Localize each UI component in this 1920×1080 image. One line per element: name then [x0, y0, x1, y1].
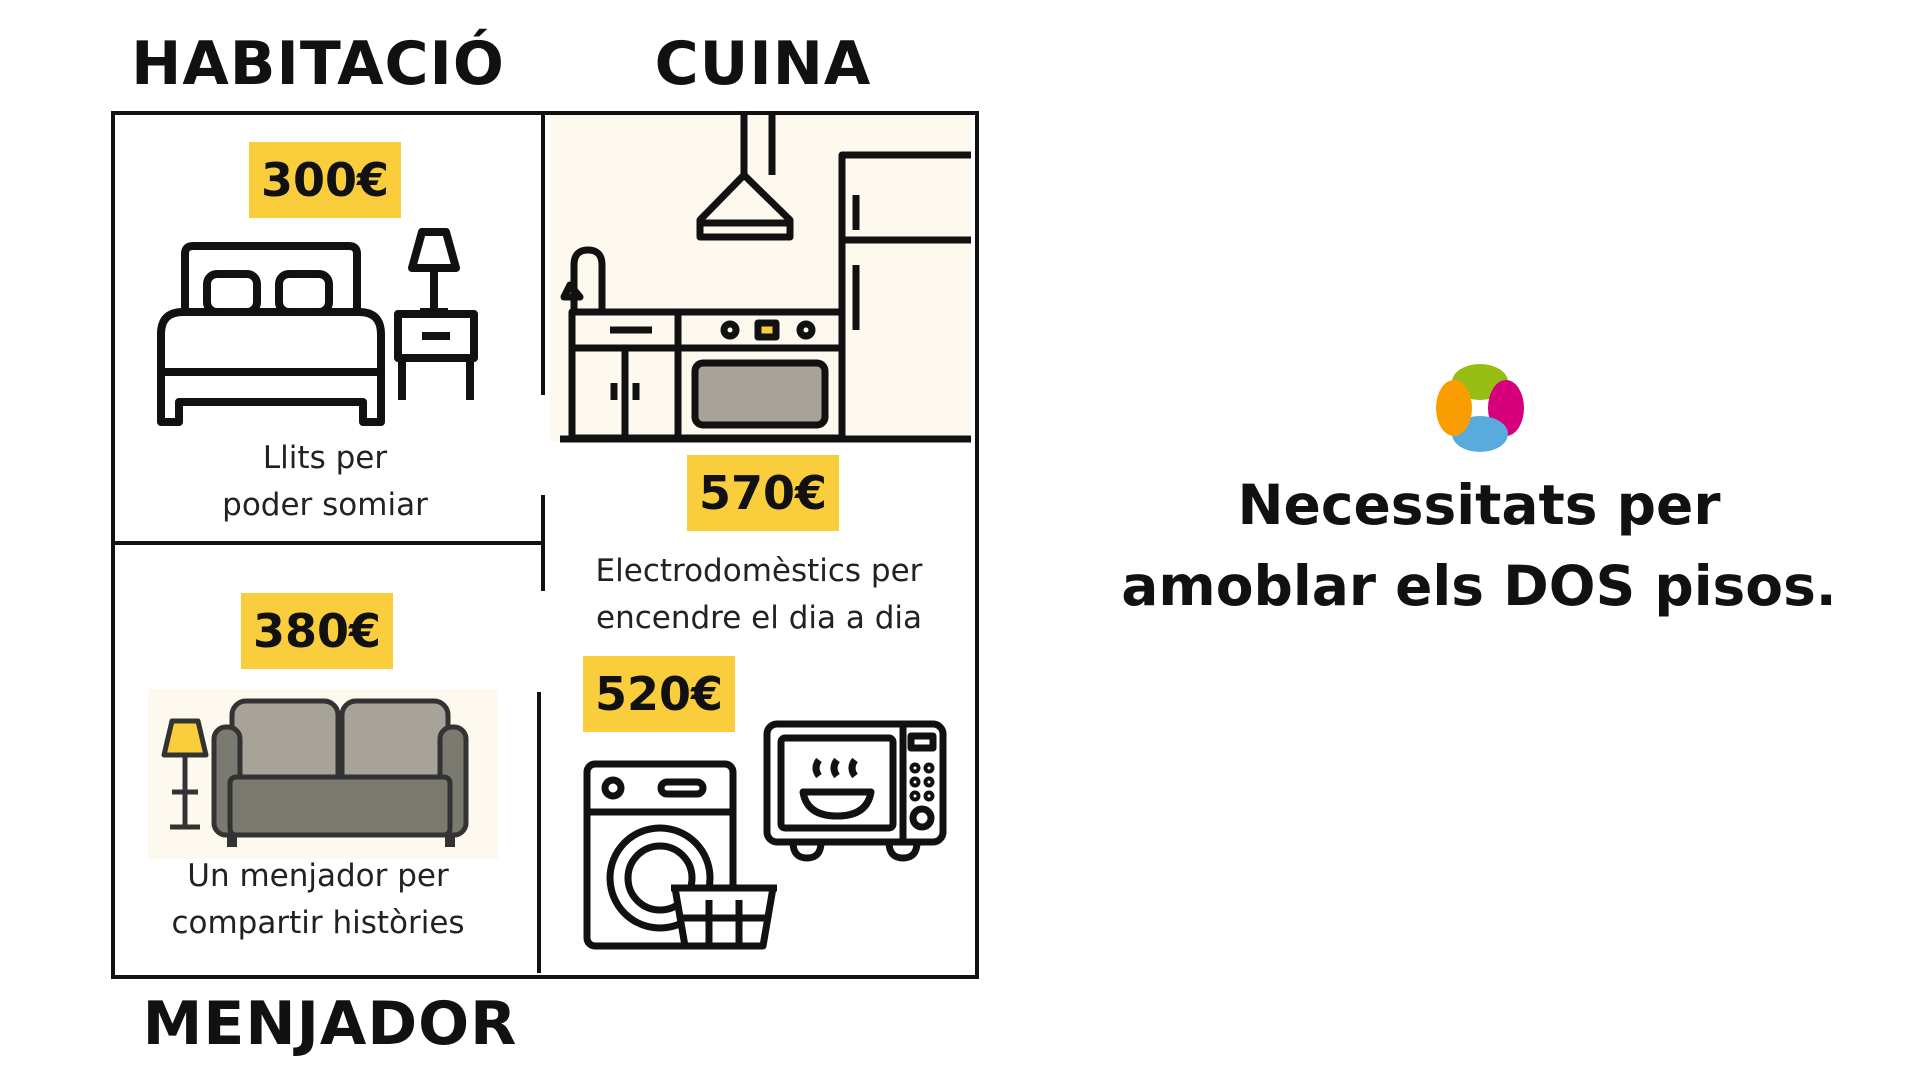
floor-plan-box	[111, 111, 979, 979]
kitchen-price-badge: 570€	[687, 455, 839, 531]
bedroom-price-badge: 300€	[249, 142, 401, 218]
wall-divider	[113, 541, 543, 545]
caption-line: Llits per	[262, 440, 388, 476]
wall-divider	[541, 113, 545, 395]
nightstand-lamp-icon	[394, 228, 478, 400]
dining-price-badge: 380€	[241, 593, 393, 669]
caption-line: compartir històries	[171, 905, 465, 941]
caption-line: Electrodomèstics per	[595, 553, 923, 589]
dining-caption: Un menjador per compartir històries	[171, 853, 464, 947]
bed-icon	[157, 242, 385, 426]
bedroom-heading: HABITACIÓ	[131, 29, 505, 99]
washing-machine-icon	[583, 760, 777, 950]
wall-divider	[537, 692, 541, 973]
caption-line: Un menjador per	[187, 858, 449, 894]
caption-line: poder somiar	[222, 487, 428, 523]
wall-divider	[541, 495, 545, 591]
microwave-icon	[763, 720, 947, 862]
kitchen-caption: Electrodomèstics per encendre el dia a d…	[596, 548, 923, 642]
appliances-price-badge: 520€	[583, 656, 735, 732]
puzzle-flower-logo-icon	[1436, 364, 1524, 452]
dining-heading: MENJADOR	[142, 989, 518, 1059]
kitchen-icon	[560, 111, 971, 443]
title-line: amoblar els DOS pisos.	[1121, 554, 1837, 618]
sofa-lamp-icon	[161, 698, 469, 847]
title-line: Necessitats per	[1237, 473, 1721, 537]
caption-line: encendre el dia a dia	[596, 600, 922, 636]
side-title: Necessitats per amoblar els DOS pisos.	[1121, 465, 1836, 627]
bedroom-caption: Llits per poder somiar	[222, 435, 428, 529]
kitchen-heading: CUINA	[654, 29, 872, 99]
